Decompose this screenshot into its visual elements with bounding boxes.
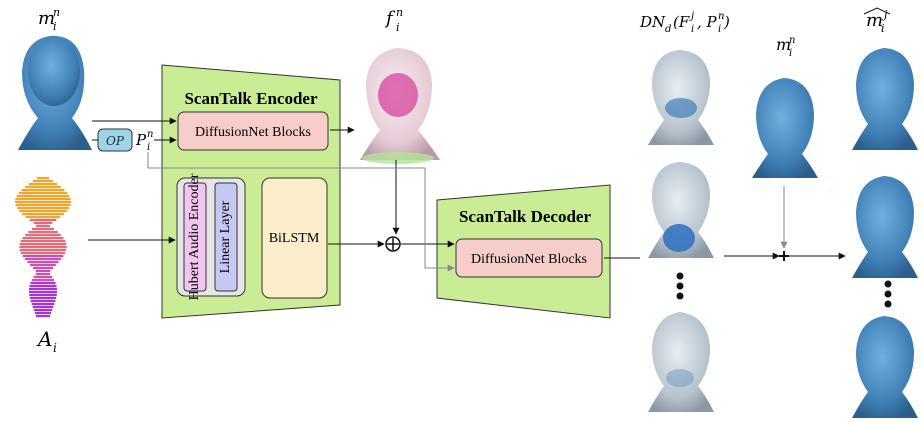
linear-layer-label: Linear Layer [218,200,233,273]
svg-text:n: n [147,129,153,140]
input-mesh-label: m i n [38,6,60,33]
linear-layer-block [214,182,238,292]
encoder-diffusionnet-label: DiffusionNet Blocks [195,125,311,140]
encoder-title: ScanTalk Encoder [184,89,317,108]
svg-text:i: i [691,24,694,35]
hubert-block [183,182,207,292]
output-head-3 [852,316,918,418]
svg-text:): ) [723,13,730,31]
displacement-head-2 [648,162,714,258]
svg-text:i: i [53,341,57,355]
p-label: P i n [135,129,153,153]
svg-text:(F: (F [673,13,690,31]
svg-text:i: i [147,142,150,153]
svg-text:, P: , P [697,13,718,31]
input-head-mesh [18,35,92,150]
svg-text:P: P [135,131,147,149]
output-label: m i j [863,7,891,35]
svg-text:A: A [36,327,52,351]
ellipsis-dots-middle [676,272,684,300]
svg-text:n: n [718,11,724,22]
svg-text:n: n [53,6,60,19]
template-head-mesh [752,78,818,178]
svg-text:i: i [718,24,721,35]
decoder-title: ScanTalk Decoder [459,207,592,226]
displacement-head-1 [648,50,714,145]
audio-label: A i [36,327,57,355]
feature-label: f i n [384,6,403,34]
svg-text:i: i [789,48,792,59]
svg-text:j: j [689,11,694,22]
p-skip-connection [147,152,788,272]
ellipsis-dots-right [884,280,892,308]
encoder-diffusionnet-block [177,111,329,151]
template-mesh-label: m i n [776,35,795,59]
svg-text:m: m [866,10,883,31]
concat-oplus [385,236,401,252]
output-head-1 [852,48,918,150]
svg-text:i: i [881,22,885,35]
svg-text:n: n [789,35,795,46]
svg-text:i: i [53,20,57,33]
decoder-diffusionnet-label: DiffusionNet Blocks [471,252,587,267]
output-head-2 [852,176,918,278]
displacement-label: DN d (F j i , P n i ) [639,11,730,35]
svg-text:m: m [38,8,55,29]
op-label: OP [106,134,125,148]
svg-text:j: j [881,8,888,21]
feature-head-mesh [360,48,440,164]
svg-text:i: i [396,21,400,34]
svg-text:m: m [776,35,791,54]
bilstm-block [261,177,328,299]
flow-arrows [88,117,846,260]
decoder-diffusionnet-block [455,238,603,278]
svg-text:n: n [396,6,403,19]
plus-symbol [779,251,789,261]
displacement-head-3 [648,312,714,412]
svg-text:DN: DN [639,13,666,31]
svg-text:d: d [665,24,671,35]
audio-waveform [15,176,71,318]
hubert-label: Hubert Audio Encoder [187,173,202,300]
bilstm-label: BiLSTM [269,231,320,246]
svg-text:f: f [384,8,396,29]
